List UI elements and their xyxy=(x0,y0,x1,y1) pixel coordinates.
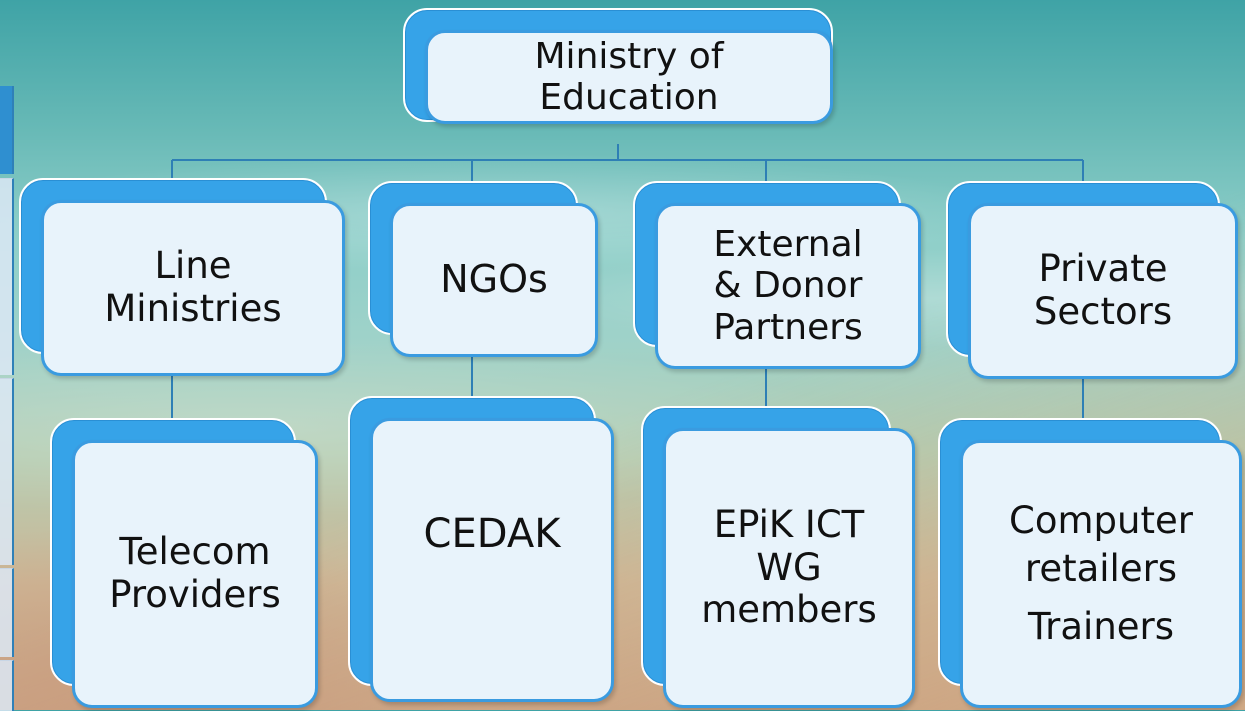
left-edge-table-fragment xyxy=(0,86,14,711)
external-label-1: External xyxy=(713,223,863,265)
ngos-label: NGOs xyxy=(440,257,548,302)
node-computer-retailers-trainers: Computer retailers Trainers xyxy=(938,418,1242,708)
private-sectors-label-2: Sectors xyxy=(1033,290,1173,333)
epik-label-3: members xyxy=(701,588,877,632)
private-child-label-3: Trainers xyxy=(1027,605,1175,649)
telecom-label-2: Providers xyxy=(109,573,281,616)
root-label-line-1: Ministry of xyxy=(534,35,724,77)
edge-table-row xyxy=(0,660,14,711)
node-epik-ict-wg-members: EPiK ICT WG members xyxy=(641,406,915,708)
cedak-label: CEDAK xyxy=(423,511,561,557)
node-cedak: CEDAK xyxy=(348,396,618,708)
edge-table-row xyxy=(0,378,14,565)
private-child-label-1: Computer xyxy=(1009,498,1193,542)
private-sectors-label-1: Private xyxy=(1038,247,1168,291)
node-ngos: NGOs xyxy=(368,181,598,358)
edge-table-row xyxy=(0,178,14,375)
private-child-label-2: retailers xyxy=(1024,546,1178,590)
node-line-ministries: Line Ministries xyxy=(19,178,345,378)
line-ministries-label-2: Ministries xyxy=(104,287,282,330)
external-label-3: Partners xyxy=(713,306,863,348)
epik-label-1: EPiK ICT xyxy=(713,503,865,547)
edge-table-header xyxy=(0,86,14,174)
edge-table-row xyxy=(0,568,14,657)
node-telecom-providers: Telecom Providers xyxy=(50,418,318,708)
node-private-sectors: Private Sectors xyxy=(946,181,1240,381)
root-label-line-2: Education xyxy=(539,77,719,118)
external-label-2: & Donor xyxy=(713,265,863,307)
node-external-donor-partners: External & Donor Partners xyxy=(633,181,921,371)
node-ministry-of-education: Ministry of Education xyxy=(403,8,855,145)
telecom-label-1: Telecom xyxy=(119,530,271,574)
epik-label-2: WG xyxy=(756,545,822,589)
line-ministries-label-1: Line xyxy=(154,244,232,288)
